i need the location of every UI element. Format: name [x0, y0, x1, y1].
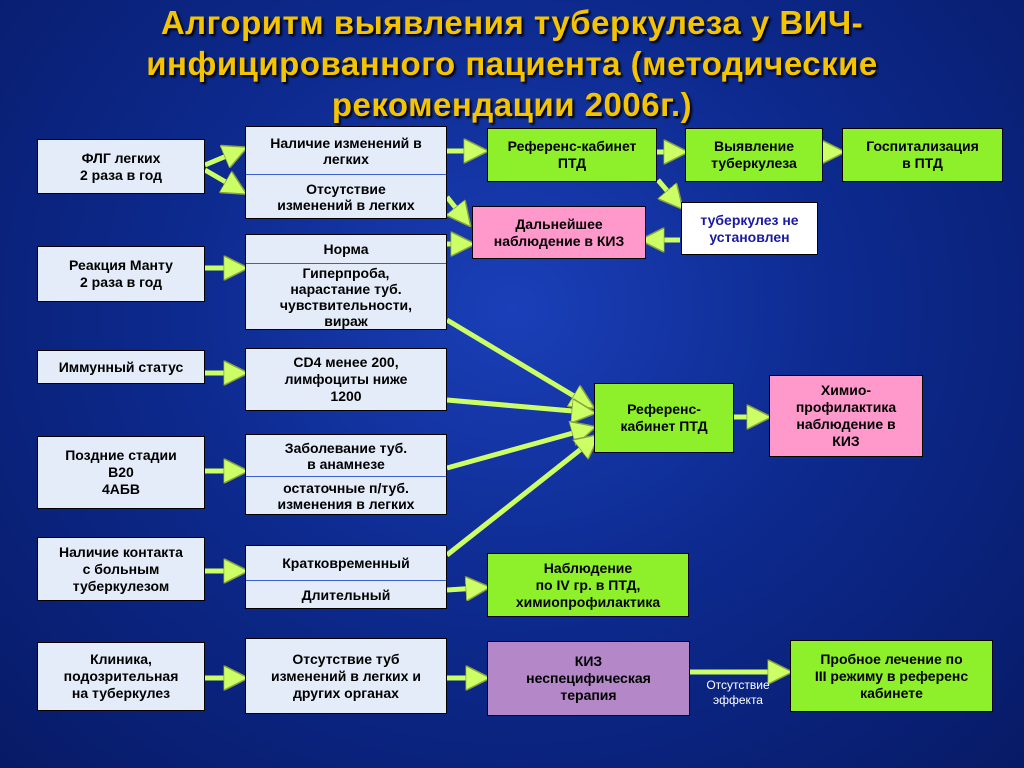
no-tb-changes-box: Отсутствие туб изменений в легких и друг… [245, 638, 447, 714]
changes-in-lungs: Наличие изменений в легких [270, 134, 422, 167]
arrow-flg-changes [204, 152, 236, 165]
page-title: Алгоритм выявления туберкулеза у ВИЧ-инф… [146, 4, 878, 123]
kiz-therapy-box: КИЗ неспецифическая терапия [487, 641, 690, 716]
tb-not-found-box: туберкулез не установлен [681, 202, 818, 255]
arrow-residual-refmid [446, 430, 584, 471]
flg-result-stack: Наличие изменений в легких Отсутствие из… [245, 126, 447, 219]
arrow-flg-nochanges [203, 167, 236, 188]
arrow-long-observe [446, 588, 478, 590]
reference-cabinet-mid-box: Референс- кабинет ПТД [594, 383, 734, 453]
immune-status-box: Иммунный статус [37, 350, 205, 384]
arrow-nochanges-follow [445, 195, 463, 217]
arrow-ref-notfound [656, 178, 675, 200]
short-contact-label: Кратковременный [282, 555, 410, 571]
arrow-hyper-refmid [445, 317, 584, 402]
no-effect-note: Отсутствие эффекта [706, 678, 770, 707]
contact-result-stack: Кратковременный Длительный [245, 545, 447, 609]
arrow-cd4-refmid [446, 397, 584, 412]
no-changes-in-lungs: Отсутствие изменений в легких [246, 174, 446, 219]
mantoux-result-stack: Норма Гиперпроба, нарастание туб. чувств… [245, 234, 447, 330]
late-result-stack: Заболевание туб. в анамнезе остаточные п… [245, 434, 447, 515]
reference-cabinet-top-box: Референс-кабинет ПТД [487, 128, 657, 182]
chemoprophylaxis-box: Химио- профилактика наблюдение в КИЗ [769, 375, 923, 457]
clinic-box: Клиника, подозрительная на туберкулез [37, 642, 205, 711]
tb-detection-box: Выявление туберкулеза [685, 128, 823, 182]
arrow-short-refmid [445, 442, 590, 557]
contact-box: Наличие контакта с больным туберкулезом [37, 537, 205, 601]
flg-box: ФЛГ легких 2 раза в год [37, 139, 205, 194]
cd4-box: CD4 менее 200, лимфоциты ниже 1200 [245, 348, 447, 411]
further-observation-box: Дальнейшее наблюдение в КИЗ [472, 206, 646, 259]
trial-treatment-box: Пробное лечение по III режиму в референс… [790, 640, 993, 712]
tb-history-label: Заболевание туб. в анамнезе [284, 439, 408, 472]
observation-group4-box: Наблюдение по IV гр. в ПТД, химиопрофила… [487, 553, 689, 617]
long-contact-label: Длительный [246, 580, 446, 609]
norm-label: Норма [323, 241, 369, 257]
hypertest-label: Гиперпроба, нарастание туб. чувствительн… [246, 263, 446, 330]
mantoux-box: Реакция Манту 2 раза в год [37, 246, 205, 302]
late-stages-box: Поздние стадии В20 4АБВ [37, 436, 205, 509]
hospitalization-box: Госпитализация в ПТД [842, 128, 1003, 182]
residual-changes-label: остаточные п/туб. изменения в легких [246, 476, 446, 515]
